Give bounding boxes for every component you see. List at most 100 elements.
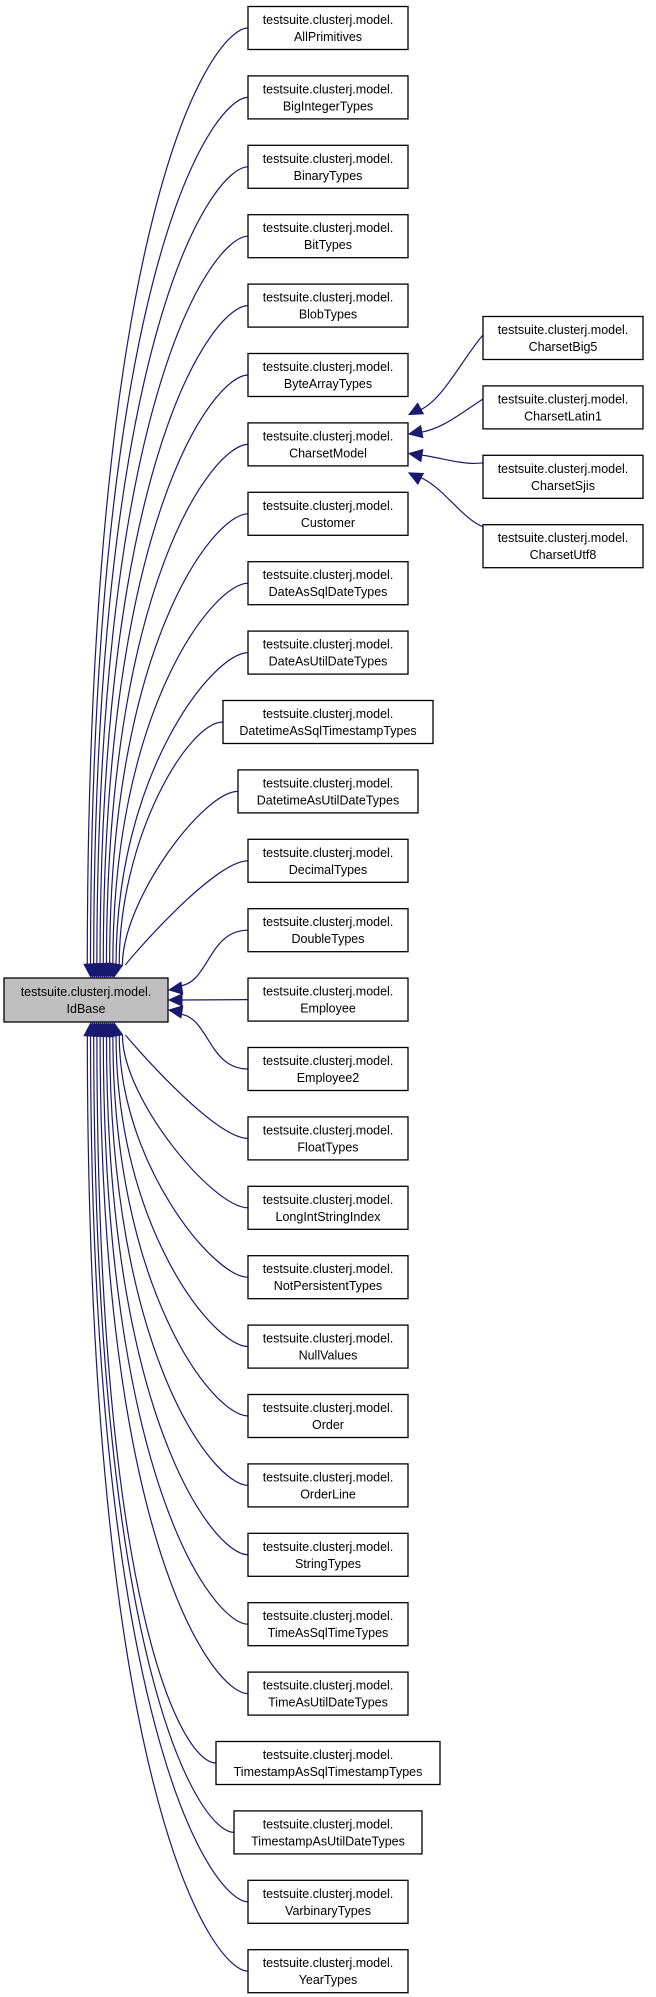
node-label-class: DatetimeAsSqlTimestampTypes bbox=[239, 724, 416, 738]
edge-not-persistent-types-line bbox=[118, 1034, 249, 1278]
node-box bbox=[247, 977, 409, 1022]
node-time-as-sql-time-types[interactable]: testsuite.clusterj.model.TimeAsSqlTimeTy… bbox=[247, 1602, 409, 1647]
root-node-id-base[interactable]: testsuite.clusterj.model.IdBase bbox=[3, 977, 169, 1023]
node-employee2[interactable]: testsuite.clusterj.model.Employee2 bbox=[247, 1046, 409, 1092]
edge-datetime-as-util-date-types-line bbox=[121, 790, 239, 966]
node-null-values[interactable]: testsuite.clusterj.model.NullValues bbox=[247, 1324, 409, 1369]
node-label-class: AllPrimitives bbox=[294, 30, 362, 44]
node-label-class: TimeAsSqlTimeTypes bbox=[268, 1626, 389, 1640]
node-label-package: testsuite.clusterj.model. bbox=[498, 392, 629, 406]
edge-employee-arrowhead bbox=[167, 993, 183, 1007]
node-bit-types[interactable]: testsuite.clusterj.model.BitTypes bbox=[247, 214, 409, 259]
node-long-int-string-index[interactable]: testsuite.clusterj.model.LongIntStringIn… bbox=[247, 1185, 409, 1230]
node-box bbox=[247, 5, 409, 51]
node-float-types[interactable]: testsuite.clusterj.model.FloatTypes bbox=[247, 1116, 409, 1161]
node-box bbox=[482, 524, 644, 569]
edge-timestamp-as-util-date-types-line bbox=[93, 1034, 235, 1833]
node-order[interactable]: testsuite.clusterj.model.Order bbox=[247, 1393, 409, 1439]
node-box bbox=[247, 1116, 409, 1161]
node-big-integer-types[interactable]: testsuite.clusterj.model.BigIntegerTypes bbox=[247, 75, 409, 120]
node-box bbox=[247, 491, 409, 536]
node-box bbox=[247, 561, 409, 606]
node-label-class: CharsetModel bbox=[289, 446, 367, 460]
edge-year-types-line bbox=[86, 1034, 249, 1972]
node-label-class: OrderLine bbox=[300, 1487, 356, 1501]
node-binary-types[interactable]: testsuite.clusterj.model.BinaryTypes bbox=[247, 144, 409, 189]
edge-time-as-sql-time-types-line bbox=[102, 1034, 249, 1625]
node-label-package: testsuite.clusterj.model. bbox=[263, 1887, 394, 1901]
node-label-package: testsuite.clusterj.model. bbox=[263, 360, 394, 374]
node-label-package: testsuite.clusterj.model. bbox=[263, 1193, 394, 1207]
edge-binary-types-line bbox=[93, 166, 249, 966]
node-label-package: testsuite.clusterj.model. bbox=[263, 638, 394, 652]
node-label-package: testsuite.clusterj.model. bbox=[263, 1540, 394, 1554]
edge-date-as-util-date-types-line bbox=[115, 652, 249, 966]
node-box bbox=[247, 75, 409, 120]
edge-charset-latin1-arrowhead bbox=[407, 424, 424, 439]
node-label-class: TimestampAsSqlTimestampTypes bbox=[234, 1765, 423, 1779]
edge-double-types-line bbox=[178, 929, 249, 987]
node-box bbox=[247, 144, 409, 189]
node-label-class: BinaryTypes bbox=[294, 169, 363, 183]
node-charset-latin1[interactable]: testsuite.clusterj.model.CharsetLatin1 bbox=[482, 385, 644, 430]
node-date-as-sql-date-types[interactable]: testsuite.clusterj.model.DateAsSqlDateTy… bbox=[247, 561, 409, 606]
edge-string-types-line bbox=[105, 1034, 249, 1556]
edge-date-as-sql-date-types-line bbox=[112, 582, 249, 966]
node-timestamp-as-util-date-types[interactable]: testsuite.clusterj.model.TimestampAsUtil… bbox=[233, 1810, 423, 1855]
node-label-package: testsuite.clusterj.model. bbox=[263, 499, 394, 513]
node-charset-utf8[interactable]: testsuite.clusterj.model.CharsetUtf8 bbox=[482, 524, 644, 569]
node-charset-big5[interactable]: testsuite.clusterj.model.CharsetBig5 bbox=[482, 315, 644, 361]
node-date-as-util-date-types[interactable]: testsuite.clusterj.model.DateAsUtilDateT… bbox=[247, 630, 409, 675]
edge-employee2-line bbox=[178, 1013, 249, 1070]
node-not-persistent-types[interactable]: testsuite.clusterj.model.NotPersistentTy… bbox=[247, 1255, 409, 1300]
node-byte-array-types[interactable]: testsuite.clusterj.model. ByteArrayTypes bbox=[247, 352, 409, 398]
node-label-class: ByteArrayTypes bbox=[284, 377, 372, 391]
node-label-package: testsuite.clusterj.model. bbox=[263, 429, 394, 443]
node-box bbox=[222, 699, 434, 745]
edge-decimal-types-line bbox=[124, 860, 249, 966]
node-label-package: testsuite.clusterj.model. bbox=[263, 776, 394, 790]
node-box bbox=[247, 1949, 409, 1994]
node-box bbox=[247, 1255, 409, 1300]
edge-charset-utf8-arrowhead bbox=[407, 472, 425, 486]
node-datetime-as-sql-timestamp-types[interactable]: testsuite.clusterj.model.DatetimeAsSqlTi… bbox=[222, 699, 434, 745]
edge-bit-types-line bbox=[96, 235, 249, 966]
node-label-package: testsuite.clusterj.model. bbox=[263, 1679, 394, 1693]
node-label-package: testsuite.clusterj.model. bbox=[263, 1123, 394, 1137]
node-time-as-util-date-types[interactable]: testsuite.clusterj.model.TimeAsUtilDateT… bbox=[247, 1671, 409, 1716]
edge-employee2-arrowhead bbox=[167, 1005, 184, 1019]
node-box bbox=[247, 422, 409, 467]
node-timestamp-as-sql-timestamp-types[interactable]: testsuite.clusterj.model. TimestampAsSqlT… bbox=[215, 1740, 441, 1786]
node-year-types[interactable]: testsuite.clusterj.model.YearTypes bbox=[247, 1949, 409, 1994]
node-charset-model[interactable]: testsuite.clusterj.model. CharsetModel bbox=[247, 422, 409, 467]
node-decimal-types[interactable]: testsuite.clusterj.model.DecimalTypes bbox=[247, 838, 409, 883]
node-label-class: BitTypes bbox=[304, 238, 352, 252]
edge-null-values-line bbox=[115, 1034, 249, 1348]
node-label-class: CharsetBig5 bbox=[529, 340, 598, 354]
edge-customer-line bbox=[109, 513, 249, 966]
node-double-types[interactable]: testsuite.clusterj.model.DoubleTypes bbox=[247, 908, 409, 953]
node-label-package: testsuite.clusterj.model. bbox=[263, 1262, 394, 1276]
node-varbinary-types[interactable]: testsuite.clusterj.model.VarbinaryTypes bbox=[247, 1879, 409, 1924]
node-label-package: testsuite.clusterj.model. bbox=[263, 1470, 394, 1484]
node-box bbox=[247, 1879, 409, 1924]
node-label-package: testsuite.clusterj.model. bbox=[263, 985, 394, 999]
node-box bbox=[247, 1602, 409, 1647]
node-box bbox=[3, 977, 169, 1023]
edge-all-primitives-line bbox=[86, 27, 249, 966]
node-employee[interactable]: testsuite.clusterj.model.Employee bbox=[247, 977, 409, 1022]
node-label-class: Order bbox=[312, 1418, 344, 1432]
node-charset-sjis[interactable]: testsuite.clusterj.model.CharsetSjis bbox=[482, 454, 644, 499]
node-customer[interactable]: testsuite.clusterj.model.Customer bbox=[247, 491, 409, 536]
node-box bbox=[247, 283, 409, 328]
node-blob-types[interactable]: testsuite.clusterj.model.BlobTypes bbox=[247, 283, 409, 328]
node-all-primitives[interactable]: testsuite.clusterj.model.AllPrimitives bbox=[247, 5, 409, 51]
node-label-class: Employee2 bbox=[297, 1071, 360, 1085]
node-string-types[interactable]: testsuite.clusterj.model.StringTypes bbox=[247, 1532, 409, 1577]
node-order-line[interactable]: testsuite.clusterj.model. OrderLine bbox=[247, 1463, 409, 1508]
node-box bbox=[482, 315, 644, 361]
node-label-class: BlobTypes bbox=[299, 308, 357, 322]
edge-year-types-arrowhead bbox=[83, 1021, 97, 1037]
node-label-package: testsuite.clusterj.model. bbox=[263, 1748, 394, 1762]
node-datetime-as-util-date-types[interactable]: testsuite.clusterj.model.DatetimeAsUtilD… bbox=[237, 769, 419, 814]
